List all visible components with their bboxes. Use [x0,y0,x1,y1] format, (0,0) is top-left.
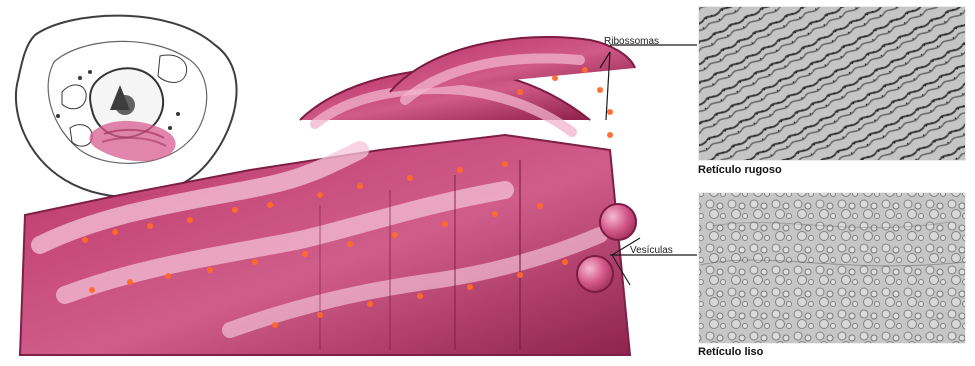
caption-rough-er: Retículo rugoso [698,164,782,176]
label-ribosomes: Ribossomas [604,36,659,47]
rough-er-micrograph-icon [698,6,966,161]
vesicle-2 [577,256,613,292]
caption-smooth-er: Retículo liso [698,346,763,358]
vesicle-1 [600,204,636,240]
label-vesicles: Vesículas [630,245,673,256]
smooth-er-micrograph-icon [698,192,966,344]
